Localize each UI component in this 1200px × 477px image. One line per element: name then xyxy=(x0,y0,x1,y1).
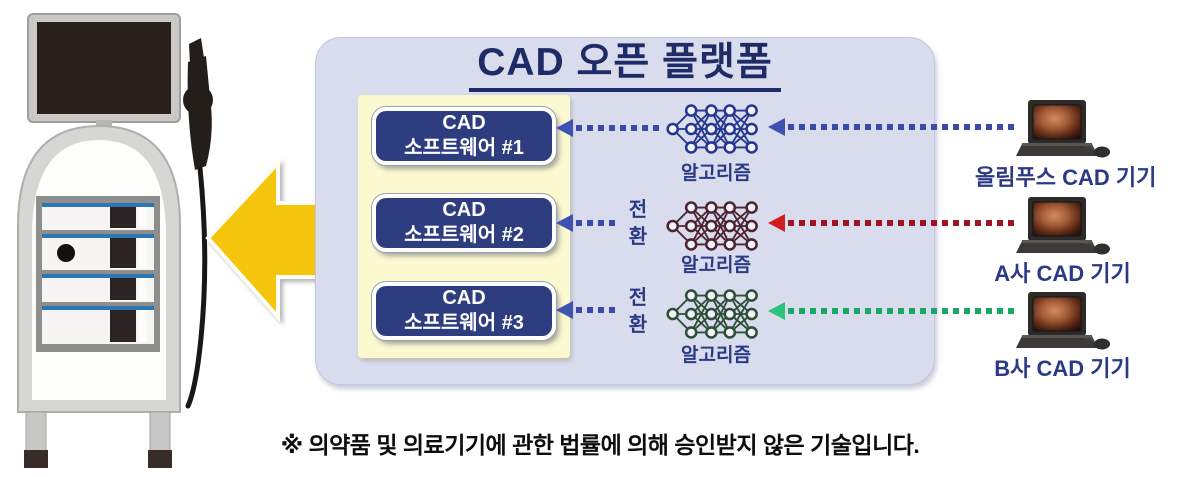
sw1-line1: CAD xyxy=(442,112,486,134)
cad-software-box-3: CAD 소프트웨어 #3 xyxy=(372,282,556,340)
rack-knob xyxy=(57,244,75,262)
neural-network-icon xyxy=(666,102,760,156)
disclaimer-text: ※ 의약품 및 의료기기에 관한 법률에 의해 승인받지 않은 기술입니다. xyxy=(280,432,920,458)
conversion-char: 전 xyxy=(628,287,648,309)
conversion-char: 환 xyxy=(628,226,648,248)
sw1-line2: 소프트웨어 #1 xyxy=(404,137,524,159)
dotted-line xyxy=(788,220,1018,226)
dotted-line xyxy=(576,307,616,313)
dotted-line xyxy=(788,308,1018,314)
arrowhead-icon xyxy=(768,214,785,232)
conversion-label-3: 전 환 xyxy=(620,285,656,339)
panel-title: CAD 오픈 플랫폼 xyxy=(469,41,781,92)
dotted-line xyxy=(576,125,664,131)
arrow-device2-to-algo2 xyxy=(768,214,1018,232)
company-a-cad-device-image xyxy=(1012,197,1112,259)
neural-network-icon xyxy=(666,199,760,253)
rack-unit xyxy=(42,203,154,230)
cad-software-box-2: CAD 소프트웨어 #2 xyxy=(372,194,556,252)
cart-leg xyxy=(149,411,171,453)
conversion-char: 환 xyxy=(628,314,648,336)
endoscopy-tower-illustration xyxy=(10,8,220,468)
algorithm-label-3: 알고리즘 xyxy=(681,345,751,366)
cart-foot xyxy=(148,450,172,468)
arrow-algo2-to-sw2 xyxy=(556,214,616,232)
arrow-device1-to-algo1 xyxy=(768,118,1018,136)
panel-title-wrap: CAD 오픈 플랫폼 xyxy=(315,41,935,92)
company-a-cad-device-label: A사 CAD 기기 xyxy=(994,261,1131,286)
sw3-line1: CAD xyxy=(442,287,486,309)
dotted-line xyxy=(576,220,616,226)
arrow-algo1-to-sw1 xyxy=(556,119,664,137)
dotted-line xyxy=(788,124,1018,130)
neural-network-icon xyxy=(666,287,760,341)
sw2-line1: CAD xyxy=(442,199,486,221)
olympus-cad-device-label: 올림푸스 CAD 기기 xyxy=(975,165,1157,190)
arrowhead-icon xyxy=(556,119,573,137)
endoscopy-tower-drawing xyxy=(17,13,213,468)
arrowhead-icon xyxy=(768,302,785,320)
cart-foot xyxy=(24,450,48,468)
conversion-char: 전 xyxy=(628,199,648,221)
olympus-cad-device-image xyxy=(1012,100,1112,162)
endoscope xyxy=(183,38,213,409)
arrow-algo3-to-sw3 xyxy=(556,301,616,319)
conversion-label-2: 전 환 xyxy=(620,197,656,251)
sw2-line2: 소프트웨어 #2 xyxy=(404,224,524,246)
rack-unit xyxy=(42,306,154,344)
arrowhead-icon xyxy=(556,301,573,319)
company-b-cad-device-label: B사 CAD 기기 xyxy=(994,356,1131,381)
arrowhead-icon xyxy=(768,118,785,136)
arrowhead-icon xyxy=(556,214,573,232)
rack-unit xyxy=(42,274,154,302)
arrow-device3-to-algo3 xyxy=(768,302,1018,320)
sw3-line2: 소프트웨어 #3 xyxy=(404,312,524,334)
company-b-cad-device-image xyxy=(1012,292,1112,354)
monitor-screen xyxy=(37,22,171,114)
algorithm-label-1: 알고리즘 xyxy=(681,163,751,184)
cad-software-box-1: CAD 소프트웨어 #1 xyxy=(372,107,556,165)
cart-leg xyxy=(25,411,47,453)
algorithm-label-2: 알고리즘 xyxy=(681,255,751,276)
rack-unit xyxy=(42,234,154,270)
